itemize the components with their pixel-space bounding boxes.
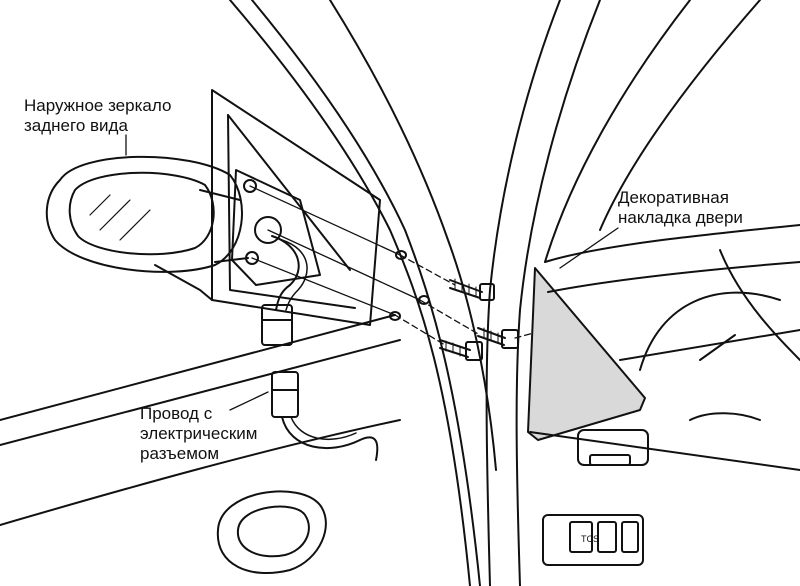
leader-lines: [125, 134, 619, 411]
door-trim-panel: [527, 267, 646, 441]
leader-trim: [559, 227, 619, 269]
trim-label: Декоративная накладка двери: [618, 188, 743, 228]
wire-connector: [261, 235, 379, 461]
bolt-top: [449, 278, 495, 301]
leader-wire: [229, 391, 269, 411]
mirror-label-line-1: Наружное зеркало: [24, 96, 172, 115]
bolts: [439, 278, 519, 361]
mount-hole-center: [254, 216, 282, 244]
wire-label-line-2: электрическим: [140, 424, 258, 443]
mirror-base: [231, 169, 321, 286]
dashboard: [529, 224, 800, 566]
wire-label-line-1: Провод с: [140, 404, 213, 423]
trim-label-line-2: накладка двери: [618, 208, 743, 227]
bolt-middle: [477, 327, 519, 349]
mirror-label: Наружное зеркало заднего вида: [24, 96, 171, 136]
door-frame: [0, 0, 761, 586]
mirror-label-line-2: заднего вида: [24, 116, 128, 135]
mount-hole-top: [243, 179, 257, 193]
side-mirror: [45, 155, 249, 301]
mount-hole-bottom: [245, 251, 259, 265]
wire-label: Провод с электрическим разъемом: [140, 404, 257, 464]
trim-label-line-1: Декоративная: [618, 188, 729, 207]
alignment-lines: [249, 185, 546, 346]
panel-tcs-text: TCS: [581, 534, 599, 544]
door-holes: [389, 250, 430, 321]
door-handle: [216, 490, 327, 575]
bolt-bottom: [439, 339, 483, 361]
wire-label-line-3: разъемом: [140, 444, 220, 463]
